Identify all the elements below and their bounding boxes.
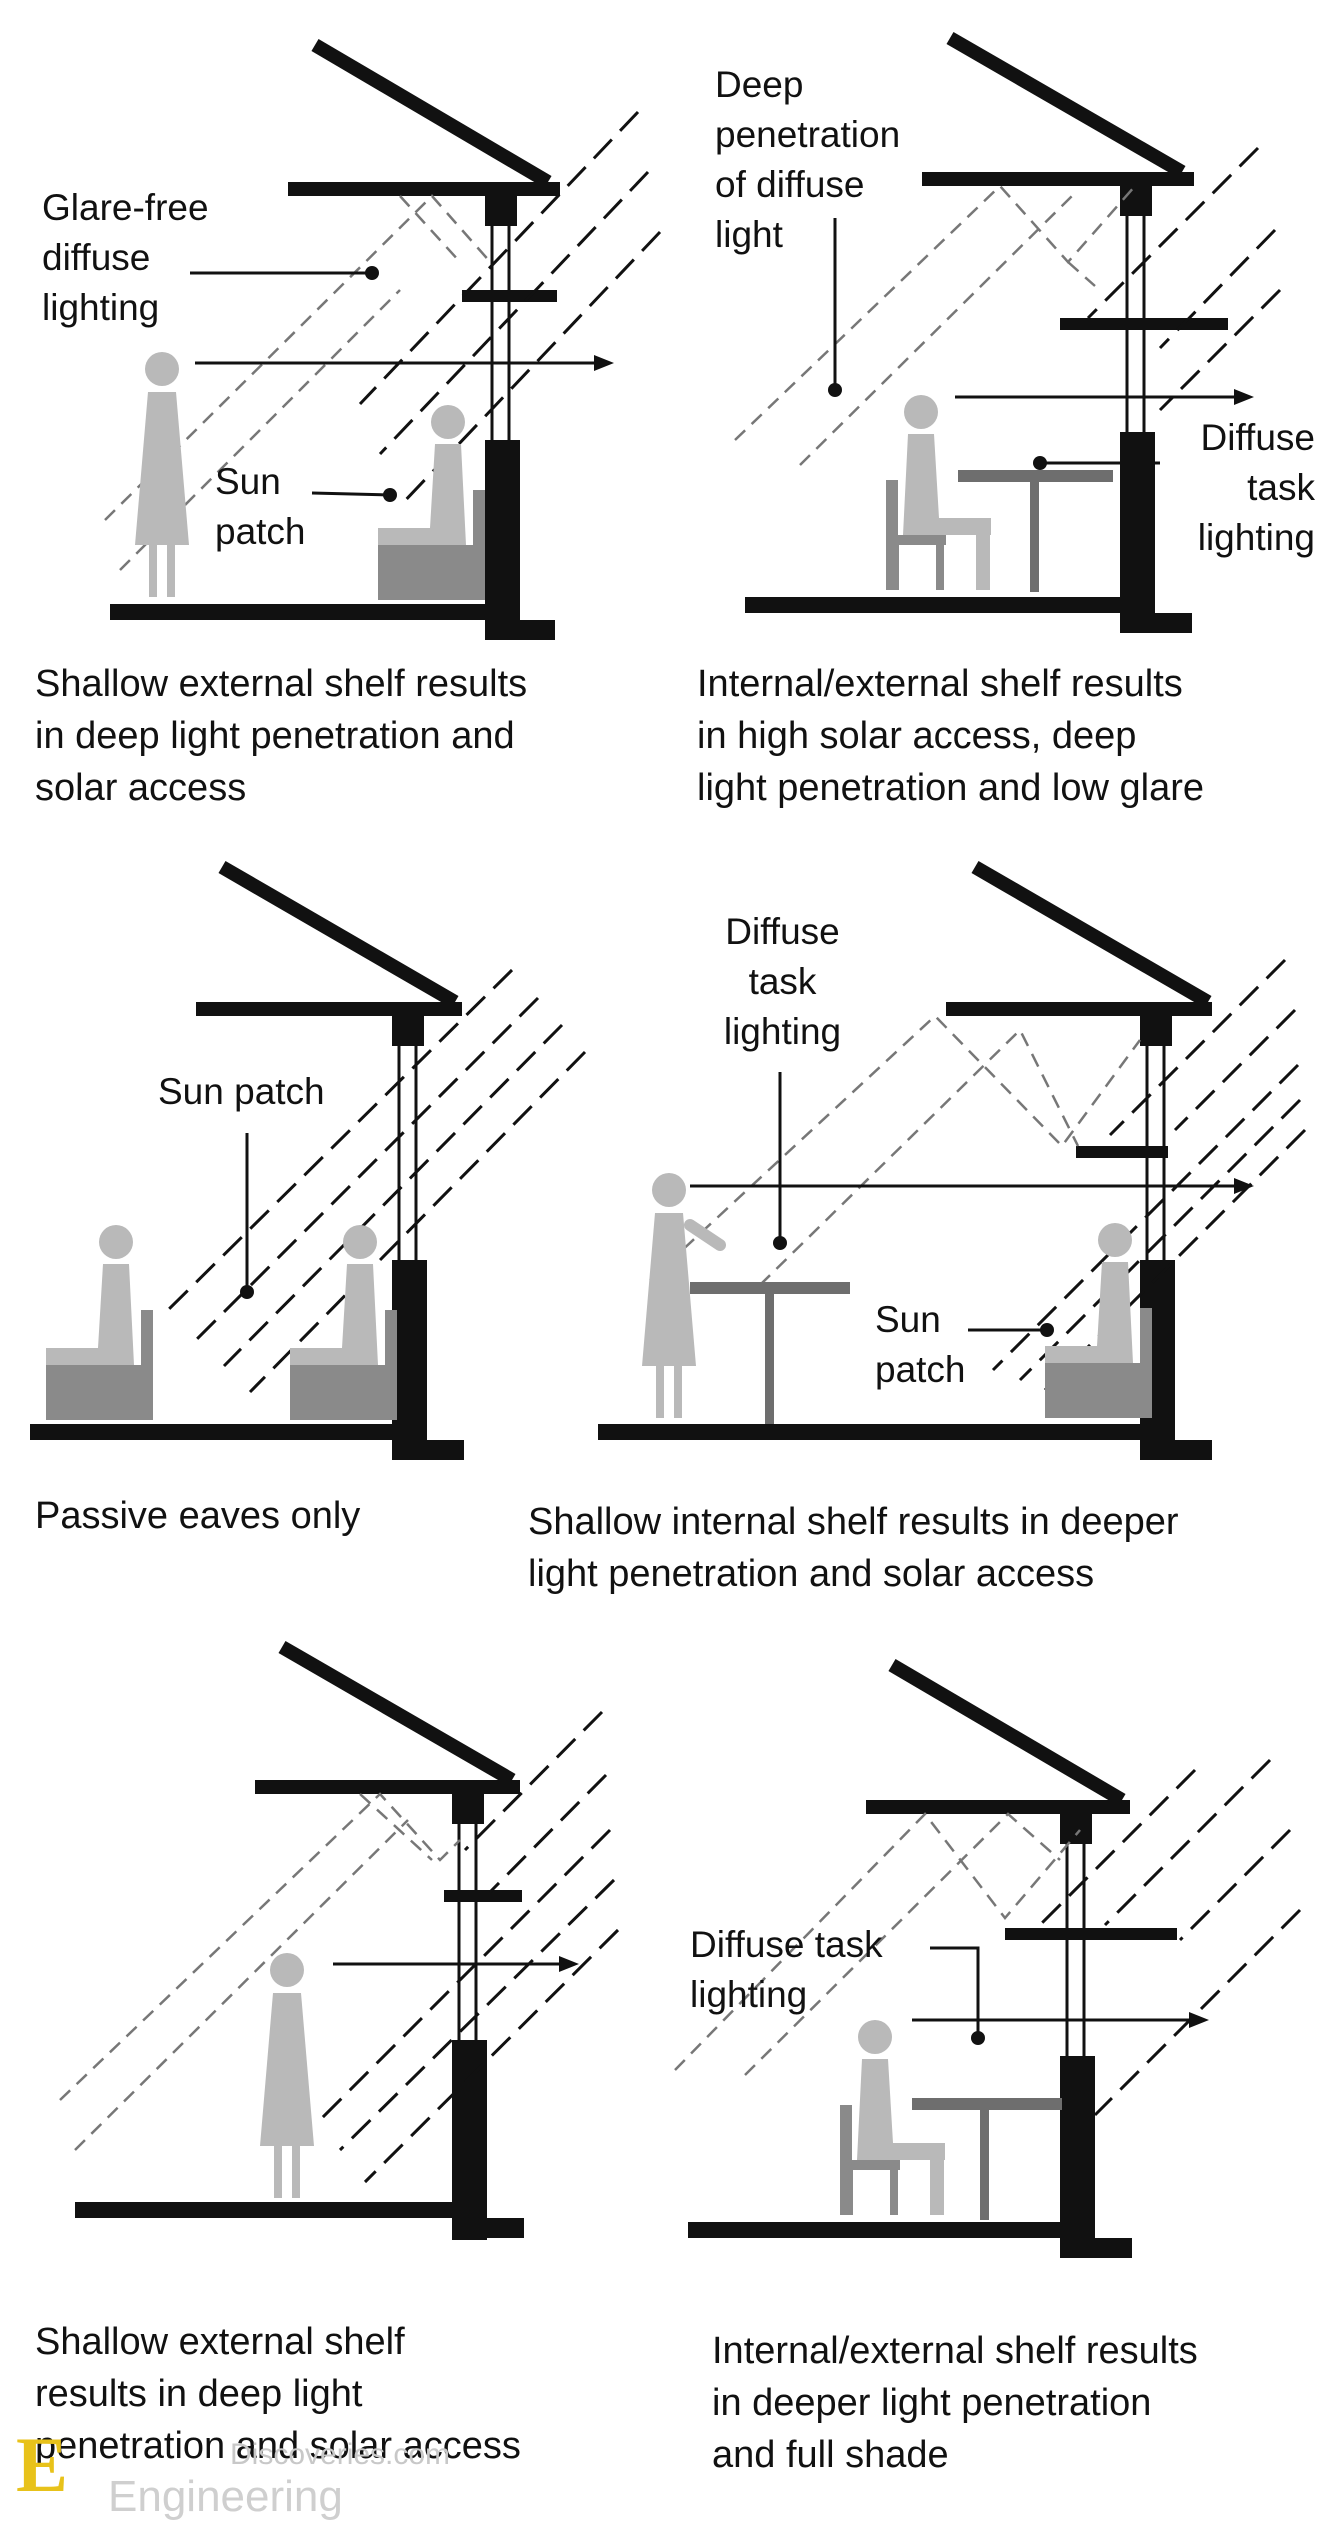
panel-1-label-glare-free: Glare-free diffuse lighting — [42, 187, 209, 328]
light-shelf — [1076, 1146, 1168, 1158]
panel-6-drawing — [674, 1658, 1302, 2258]
panel-6-label-diffuse-task: Diffuse task lighting — [690, 1924, 883, 2015]
watermark-name: Engineering — [108, 2472, 343, 2521]
table — [912, 2098, 1062, 2110]
panel-5-caption: Shallow external shelf results in deep l… — [35, 2321, 521, 2467]
table — [690, 1282, 850, 1294]
panel-5-drawing — [59, 1640, 620, 2240]
panel-4-drawing — [598, 860, 1307, 1460]
panel-2-drawing — [734, 31, 1282, 633]
watermark-logo: E — [16, 2421, 69, 2508]
panel-4-caption: Shallow internal shelf results in deeper… — [528, 1501, 1179, 1595]
panel-2-caption: Internal/external shelf results in high … — [697, 663, 1205, 809]
panel-2-label-deep-penetration: Deep penetration of diffuse light — [715, 64, 901, 255]
panel-2-label-diffuse-task: Diffuse task lighting — [1197, 417, 1315, 558]
light-shelf — [1060, 318, 1228, 330]
panel-4-label-diffuse-task: Diffuse task lighting — [723, 911, 842, 1052]
watermark: E Discoveries.com Engineering — [8, 2420, 528, 2521]
watermark-site: Discoveries.com — [230, 2438, 451, 2471]
light-shelf — [444, 1890, 522, 1902]
panel-1-label-sun-patch: Sun patch — [215, 461, 306, 552]
panel-6-caption: Internal/external shelf results in deepe… — [712, 2330, 1198, 2476]
panel-1-drawing — [104, 38, 662, 640]
table — [958, 470, 1113, 482]
panel-3-caption: Passive eaves only — [35, 1495, 361, 1537]
panel-3-drawing — [30, 860, 587, 1460]
light-shelf — [1005, 1928, 1177, 1940]
panel-1-caption: Shallow external shelf results in deep l… — [35, 663, 528, 809]
floor — [110, 604, 520, 620]
eave — [288, 182, 560, 196]
panel-4-label-sun-patch: Sun patch — [875, 1299, 966, 1390]
light-shelf — [462, 290, 557, 302]
panel-3-label-sun-patch: Sun patch — [158, 1071, 325, 1112]
roof — [311, 38, 552, 189]
